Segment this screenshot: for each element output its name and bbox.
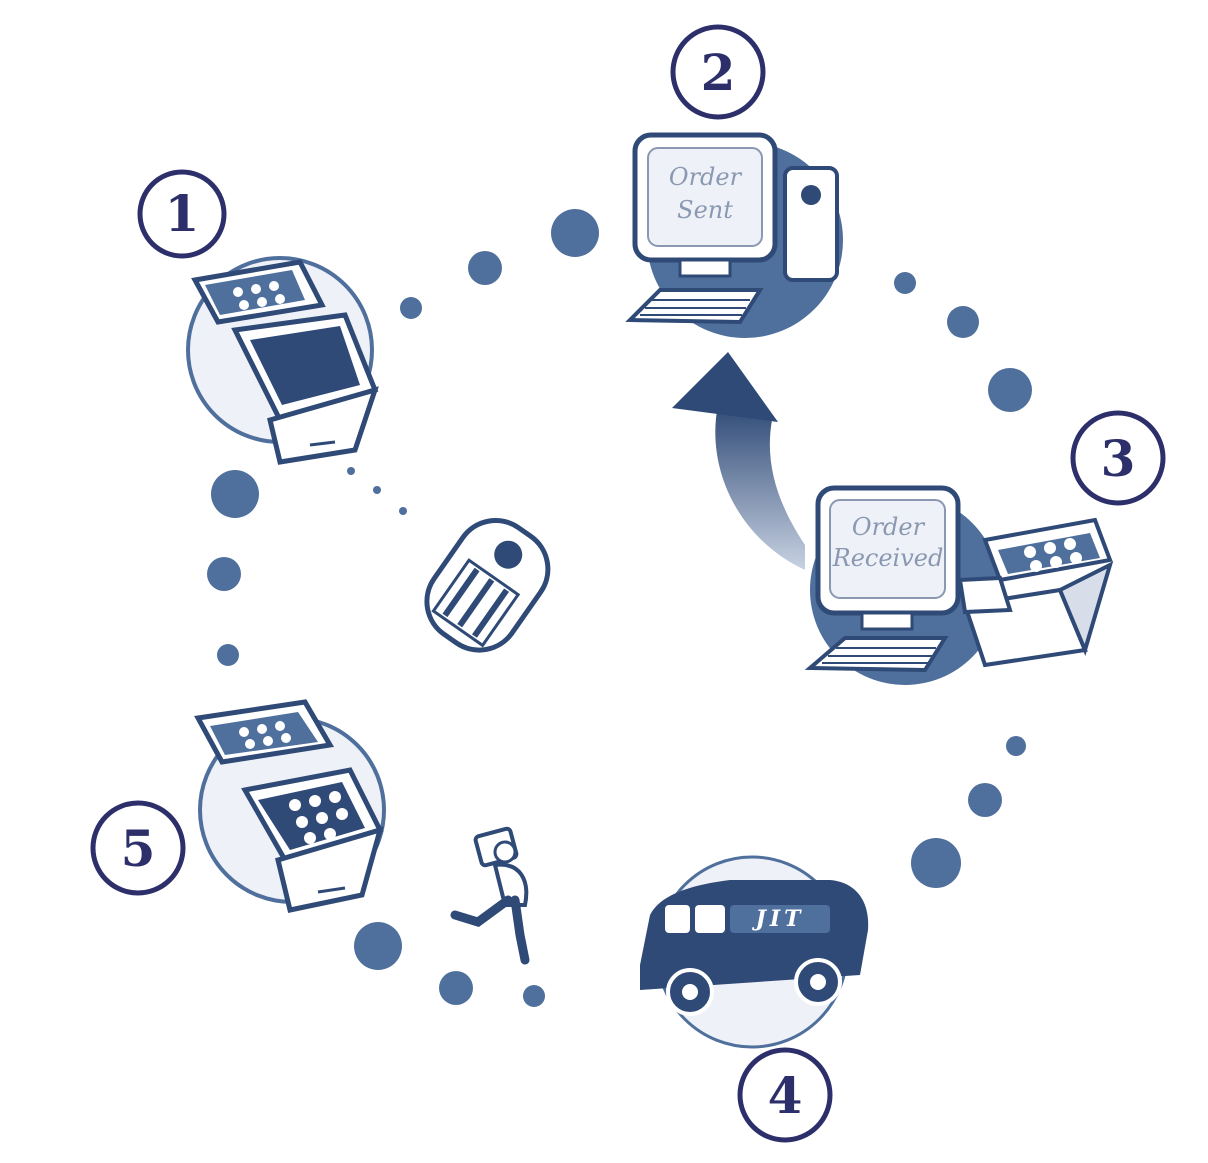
connector-dots xyxy=(207,209,1032,1007)
connector-dot xyxy=(523,985,545,1007)
connector-dot xyxy=(207,557,241,591)
step-3-badge xyxy=(1070,410,1166,506)
step-4-truck-label: JIT xyxy=(751,906,804,932)
step-1-badge xyxy=(137,169,227,259)
connector-dot xyxy=(439,971,473,1005)
step-5-bins-icon: 5 xyxy=(90,699,386,913)
step-3-screen-line1: Order xyxy=(852,513,926,541)
step-5-number: 5 xyxy=(121,819,156,878)
step-4-badge xyxy=(737,1047,833,1143)
step-1-bin-icon: 1 xyxy=(137,169,379,465)
step-1-number: 1 xyxy=(165,184,200,243)
connector-dot xyxy=(551,209,599,257)
scanner-icon xyxy=(424,518,551,653)
step-4-number: 4 xyxy=(768,1066,803,1125)
connector-dot xyxy=(894,272,916,294)
connector-dot xyxy=(947,306,979,338)
connector-dot xyxy=(968,783,1002,817)
person-icon xyxy=(450,826,530,965)
step-3-computer-box-icon: Order Received 3 xyxy=(804,410,1166,685)
step-4-truck-icon: JIT 4 xyxy=(640,855,869,1143)
connector-dot xyxy=(354,922,402,970)
connector-dot xyxy=(468,251,502,285)
connector-dot xyxy=(911,838,961,888)
step-5-badge xyxy=(90,800,186,896)
connector-dot xyxy=(399,507,407,515)
step-2-computer-icon: Order Sent 2 xyxy=(625,24,843,338)
connector-dot xyxy=(347,467,355,475)
connector-dot xyxy=(988,368,1032,412)
step-2-screen-line1: Order xyxy=(669,163,743,191)
arrow-icon xyxy=(672,352,805,570)
step-3-screen-line2: Received xyxy=(832,544,944,572)
step-3-number: 3 xyxy=(1101,429,1136,488)
connector-dot xyxy=(1006,736,1026,756)
connector-dot xyxy=(211,470,259,518)
connector-dot xyxy=(400,297,422,319)
step-2-badge xyxy=(670,24,766,120)
connector-dot xyxy=(217,644,239,666)
step-2-screen-line2: Sent xyxy=(677,196,733,224)
connector-dot xyxy=(373,486,381,494)
step-2-number: 2 xyxy=(701,43,736,102)
